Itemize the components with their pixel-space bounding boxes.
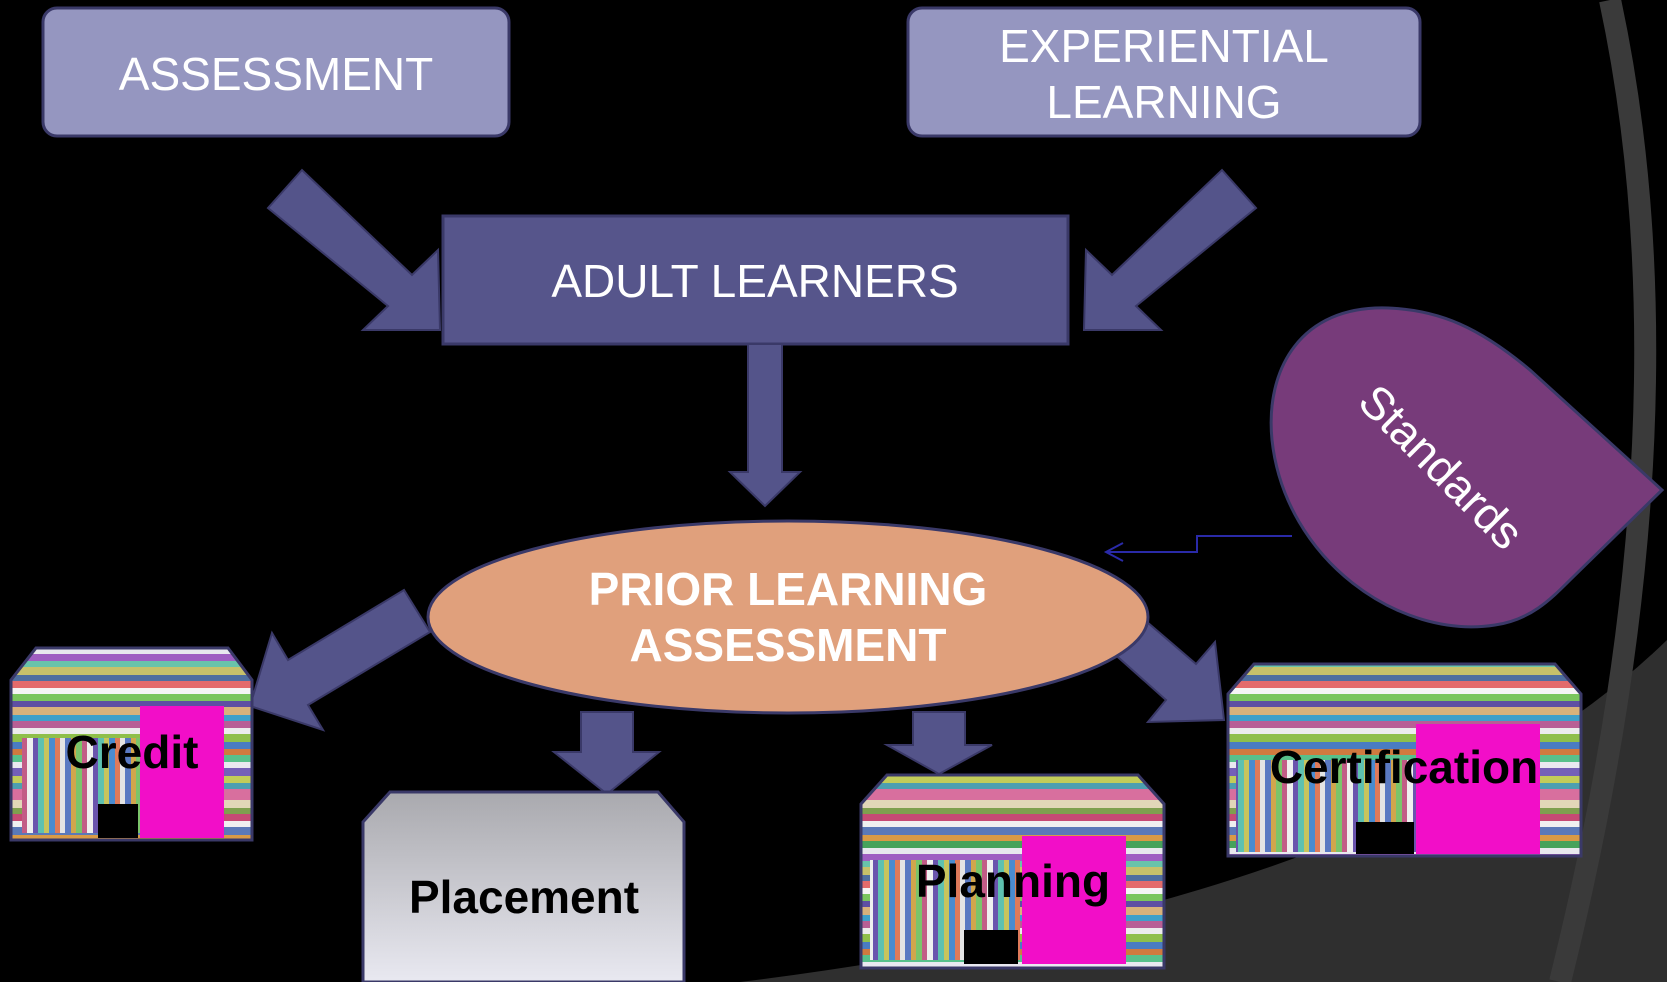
prior-learning-label-line2: ASSESSMENT [630, 619, 947, 671]
standards-connector [1106, 535, 1292, 553]
placement-box: Placement [361, 790, 686, 982]
arrow-assessment-to-adult [266, 168, 442, 331]
connector-arrowhead [1103, 542, 1124, 562]
arrow-prior-to-planning [883, 711, 993, 776]
arrow-prior-to-certification [1108, 614, 1226, 724]
planning-box: Planning [859, 773, 1166, 970]
credit-label: Credit [66, 726, 199, 778]
experiential-learning-box [906, 6, 1422, 138]
planning-label: Planning [916, 855, 1110, 907]
certification-box: Certification [1226, 662, 1583, 858]
certification-label: Certification [1270, 741, 1538, 793]
adult-learners-label: ADULT LEARNERS [551, 255, 958, 307]
experiential-label-line2: LEARNING [1046, 76, 1281, 128]
assessment-label: ASSESSMENT [119, 48, 433, 100]
prior-learning-ellipse [426, 519, 1150, 715]
arrow-prior-to-credit [248, 588, 432, 732]
arrow-experiential-to-adult [1082, 168, 1258, 331]
arrow-adult-to-prior [727, 343, 803, 508]
assessment-box [41, 6, 511, 138]
arrow-prior-to-placement [551, 711, 662, 796]
prior-learning-label-line1: PRIOR LEARNING [589, 563, 988, 615]
placement-label: Placement [409, 871, 639, 923]
credit-box: Credit [9, 646, 254, 842]
decor-arc-large [740, 640, 1667, 982]
decor-arc-outline [1549, 0, 1657, 982]
adult-learners-box [441, 214, 1070, 346]
standards-shape: Standards [1269, 306, 1665, 629]
experiential-label-line1: EXPERIENTIAL [999, 20, 1329, 72]
